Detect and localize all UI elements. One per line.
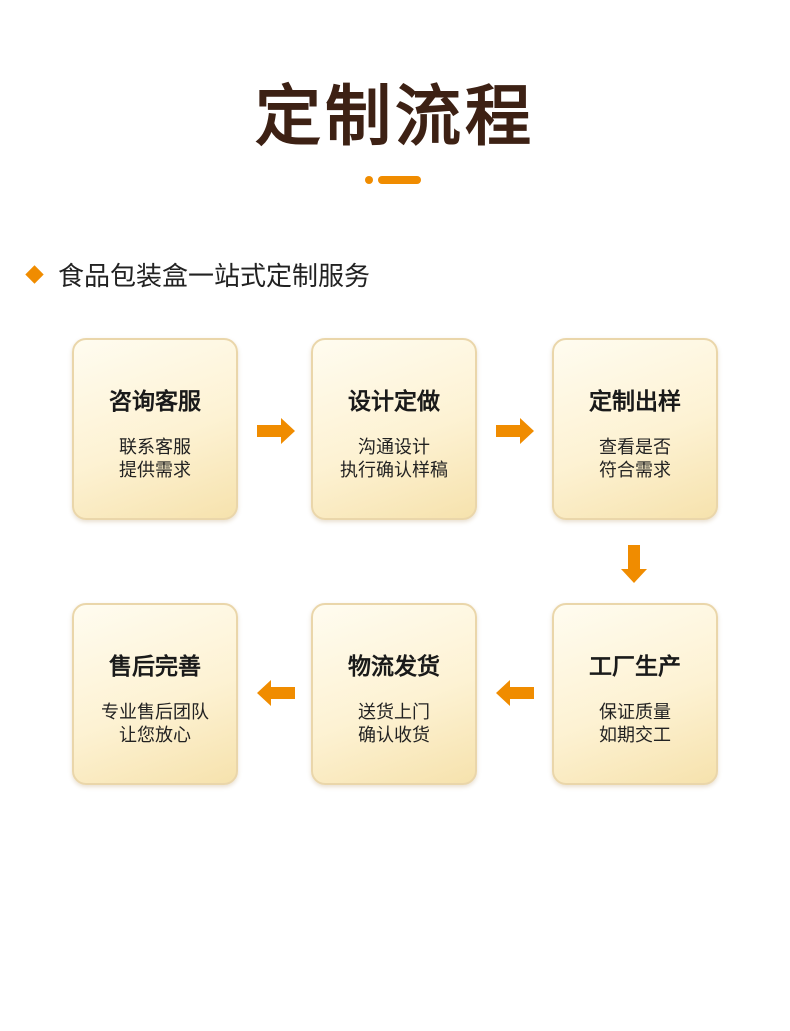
step-card-production: 工厂生产 保证质量 如期交工 (552, 603, 718, 785)
page-title: 定制流程 (255, 78, 535, 155)
arrow-right-icon (257, 418, 295, 444)
step-card-aftersales: 售后完善 专业售后团队 让您放心 (72, 603, 238, 785)
step-desc-line: 确认收货 (358, 725, 430, 746)
step-desc-line: 沟通设计 (358, 437, 430, 458)
step-card-design: 设计定做 沟通设计 执行确认样稿 (311, 338, 477, 520)
step-title: 售后完善 (109, 654, 201, 680)
step-description: 联系客服 提供需求 (74, 436, 236, 482)
step-desc-line: 联系客服 (119, 437, 191, 458)
step-card-consult: 咨询客服 联系客服 提供需求 (72, 338, 238, 520)
arrow-right-icon (496, 418, 534, 444)
step-title: 咨询客服 (109, 389, 201, 415)
arrow-down-icon (621, 545, 647, 583)
accent-dot (365, 176, 373, 184)
section-subtitle: 食品包装盒一站式定制服务 (58, 261, 371, 292)
step-desc-line: 保证质量 (599, 702, 671, 723)
step-description: 专业售后团队 让您放心 (74, 701, 236, 747)
accent-bar (378, 176, 421, 184)
step-title: 设计定做 (348, 389, 440, 415)
section-heading: 食品包装盒一站式定制服务 (25, 254, 370, 294)
step-description: 保证质量 如期交工 (554, 701, 716, 747)
step-title: 工厂生产 (589, 654, 681, 680)
step-description: 送货上门 确认收货 (313, 701, 475, 747)
step-desc-line: 专业售后团队 (101, 702, 209, 723)
step-desc-line: 如期交工 (599, 725, 671, 746)
step-card-sample: 定制出样 查看是否 符合需求 (552, 338, 718, 520)
title-accent-divider (365, 176, 425, 184)
arrow-left-icon (257, 680, 295, 706)
step-title: 定制出样 (589, 389, 681, 415)
step-card-shipping: 物流发货 送货上门 确认收货 (311, 603, 477, 785)
step-description: 查看是否 符合需求 (554, 436, 716, 482)
step-desc-line: 让您放心 (119, 725, 191, 746)
step-description: 沟通设计 执行确认样稿 (313, 436, 475, 482)
step-desc-line: 提供需求 (119, 460, 191, 481)
arrow-left-icon (496, 680, 534, 706)
step-title: 物流发货 (348, 654, 440, 680)
step-desc-line: 送货上门 (358, 702, 430, 723)
step-desc-line: 查看是否 (599, 437, 671, 458)
diamond-bullet-icon (25, 264, 44, 284)
step-desc-line: 符合需求 (599, 460, 671, 481)
step-desc-line: 执行确认样稿 (340, 460, 448, 481)
